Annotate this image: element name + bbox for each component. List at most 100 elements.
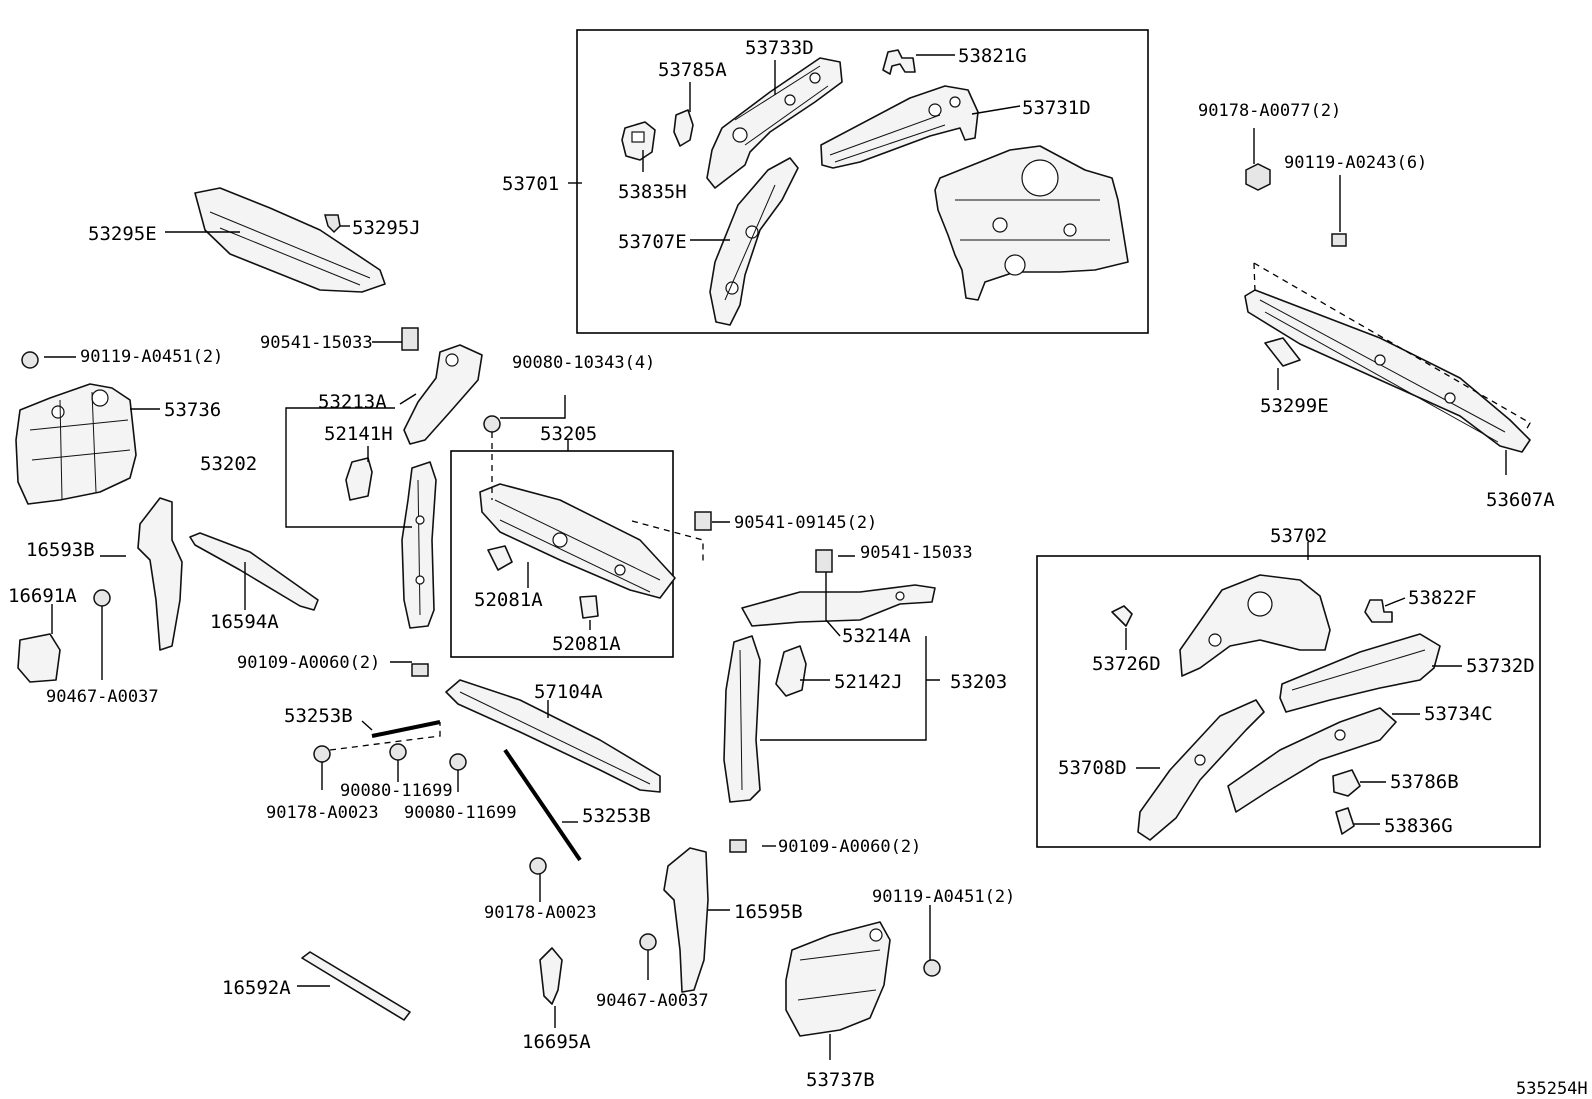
part-16594A[interactable] bbox=[189, 532, 319, 611]
label-52081A-b[interactable]: 52081A bbox=[552, 633, 621, 655]
label-57104A[interactable]: 57104A bbox=[534, 681, 603, 703]
part-53205[interactable] bbox=[479, 483, 676, 599]
part-53736[interactable] bbox=[15, 383, 137, 505]
label-52081A-a[interactable]: 52081A bbox=[474, 589, 543, 611]
part-52081A-b[interactable] bbox=[579, 595, 599, 619]
part-16592A[interactable] bbox=[301, 951, 411, 1021]
part-53786B[interactable] bbox=[1332, 769, 1361, 797]
label-90119-A0451-b[interactable]: 90119-A0451(2) bbox=[872, 887, 1015, 907]
part-53202-post[interactable] bbox=[401, 461, 437, 629]
label-53821G[interactable]: 53821G bbox=[958, 45, 1027, 67]
part-53253B-b[interactable] bbox=[503, 748, 582, 862]
part-53295J[interactable] bbox=[324, 214, 341, 234]
label-52141H[interactable]: 52141H bbox=[324, 423, 393, 445]
label-90178-A0023-b[interactable]: 90178-A0023 bbox=[484, 903, 597, 923]
label-53785A[interactable]: 53785A bbox=[658, 59, 727, 81]
label-90541-09145[interactable]: 90541-09145(2) bbox=[734, 513, 877, 533]
fastener-90178-A0077[interactable] bbox=[1245, 163, 1271, 191]
label-53295J[interactable]: 53295J bbox=[352, 217, 421, 239]
part-57104A[interactable] bbox=[445, 679, 661, 793]
label-90119-A0451-a[interactable]: 90119-A0451(2) bbox=[80, 347, 223, 367]
fastener-90109-A0060-a[interactable] bbox=[411, 663, 429, 677]
part-52141H[interactable] bbox=[345, 457, 373, 501]
part-52142J[interactable] bbox=[775, 645, 807, 697]
label-53822F[interactable]: 53822F bbox=[1408, 587, 1477, 609]
label-90119-A0243[interactable]: 90119-A0243(6) bbox=[1284, 153, 1427, 173]
part-53821G[interactable] bbox=[882, 49, 916, 75]
label-90467-A0037-a[interactable]: 90467-A0037 bbox=[46, 687, 159, 707]
label-53299E[interactable]: 53299E bbox=[1260, 395, 1329, 417]
label-52142J[interactable]: 52142J bbox=[834, 671, 903, 693]
part-53702-apron[interactable] bbox=[1179, 574, 1331, 677]
fastener-90467-A0037-a[interactable] bbox=[93, 589, 111, 607]
label-53734C[interactable]: 53734C bbox=[1424, 703, 1493, 725]
fastener-90080-11699-a[interactable] bbox=[389, 743, 407, 761]
fastener-90178-A0023-a[interactable] bbox=[313, 745, 331, 763]
label-90178-A0023-a[interactable]: 90178-A0023 bbox=[266, 803, 379, 823]
label-53736[interactable]: 53736 bbox=[164, 399, 221, 421]
label-90080-11699-b[interactable]: 90080-11699 bbox=[404, 803, 517, 823]
part-53203-post[interactable] bbox=[723, 635, 761, 803]
part-53726D[interactable] bbox=[1111, 605, 1133, 627]
part-16695A[interactable] bbox=[539, 947, 563, 1005]
part-16691A[interactable] bbox=[17, 633, 61, 683]
part-53737B[interactable] bbox=[785, 921, 891, 1037]
fastener-90541-15033-a[interactable] bbox=[401, 327, 419, 351]
part-53214A[interactable] bbox=[741, 584, 936, 627]
part-53708D[interactable] bbox=[1137, 699, 1265, 841]
label-16593B[interactable]: 16593B bbox=[26, 539, 95, 561]
fastener-90467-A0037-b[interactable] bbox=[639, 933, 657, 951]
label-53253B-a[interactable]: 53253B bbox=[284, 705, 353, 727]
label-53731D[interactable]: 53731D bbox=[1022, 97, 1091, 119]
fastener-90119-A0451-b[interactable] bbox=[923, 959, 941, 977]
part-16593B[interactable] bbox=[137, 497, 183, 651]
label-53702[interactable]: 53702 bbox=[1270, 525, 1327, 547]
label-53835H[interactable]: 53835H bbox=[618, 181, 687, 203]
label-53701[interactable]: 53701 bbox=[502, 173, 559, 195]
part-53253B-a[interactable] bbox=[371, 720, 441, 738]
fastener-90109-A0060-b[interactable] bbox=[729, 839, 747, 853]
part-53295E[interactable] bbox=[194, 187, 386, 293]
label-53707E[interactable]: 53707E bbox=[618, 231, 687, 253]
label-53202[interactable]: 53202 bbox=[200, 453, 257, 475]
label-53295E[interactable]: 53295E bbox=[88, 223, 157, 245]
fastener-90178-A0023-b[interactable] bbox=[529, 857, 547, 875]
label-90109-A0060-a[interactable]: 90109-A0060(2) bbox=[237, 653, 380, 673]
part-53822F[interactable] bbox=[1364, 599, 1393, 623]
fastener-90119-A0451-a[interactable] bbox=[21, 351, 39, 369]
part-53707E[interactable] bbox=[709, 157, 799, 326]
label-53205[interactable]: 53205 bbox=[540, 423, 597, 445]
label-53253B-b[interactable]: 53253B bbox=[582, 805, 651, 827]
label-53203[interactable]: 53203 bbox=[950, 671, 1007, 693]
label-16592A[interactable]: 16592A bbox=[222, 977, 291, 999]
label-16594A[interactable]: 16594A bbox=[210, 611, 279, 633]
part-53734C[interactable] bbox=[1227, 707, 1397, 813]
part-53733D[interactable] bbox=[706, 57, 843, 189]
label-53733D[interactable]: 53733D bbox=[745, 37, 814, 59]
fastener-90080-11699-b[interactable] bbox=[449, 753, 467, 771]
label-53213A[interactable]: 53213A bbox=[318, 391, 387, 413]
fastener-90541-09145[interactable] bbox=[694, 511, 712, 531]
label-16695A[interactable]: 16695A bbox=[522, 1031, 591, 1053]
label-53786B[interactable]: 53786B bbox=[1390, 771, 1459, 793]
label-53726D[interactable]: 53726D bbox=[1092, 653, 1161, 675]
label-90109-A0060-b[interactable]: 90109-A0060(2) bbox=[778, 837, 921, 857]
label-90541-15033-b[interactable]: 90541-15033 bbox=[860, 543, 973, 563]
part-52081A-a[interactable] bbox=[487, 545, 513, 571]
part-53701-apron[interactable] bbox=[934, 145, 1129, 301]
label-90467-A0037-b[interactable]: 90467-A0037 bbox=[596, 991, 709, 1011]
part-53836G[interactable] bbox=[1335, 807, 1355, 835]
fastener-90119-A0243[interactable] bbox=[1331, 233, 1347, 247]
fastener-90080-10343[interactable] bbox=[483, 415, 501, 433]
fastener-90541-15033-b[interactable] bbox=[815, 549, 833, 573]
label-53607A[interactable]: 53607A bbox=[1486, 489, 1555, 511]
label-90178-A0077[interactable]: 90178-A0077(2) bbox=[1198, 101, 1341, 121]
part-53785A[interactable] bbox=[673, 109, 694, 147]
part-53607A[interactable] bbox=[1244, 289, 1531, 453]
part-53731D[interactable] bbox=[820, 85, 979, 169]
label-53836G[interactable]: 53836G bbox=[1384, 815, 1453, 837]
label-53708D[interactable]: 53708D bbox=[1058, 757, 1127, 779]
part-16595B[interactable] bbox=[663, 847, 709, 993]
part-53213A[interactable] bbox=[403, 344, 483, 445]
label-53214A[interactable]: 53214A bbox=[842, 625, 911, 647]
